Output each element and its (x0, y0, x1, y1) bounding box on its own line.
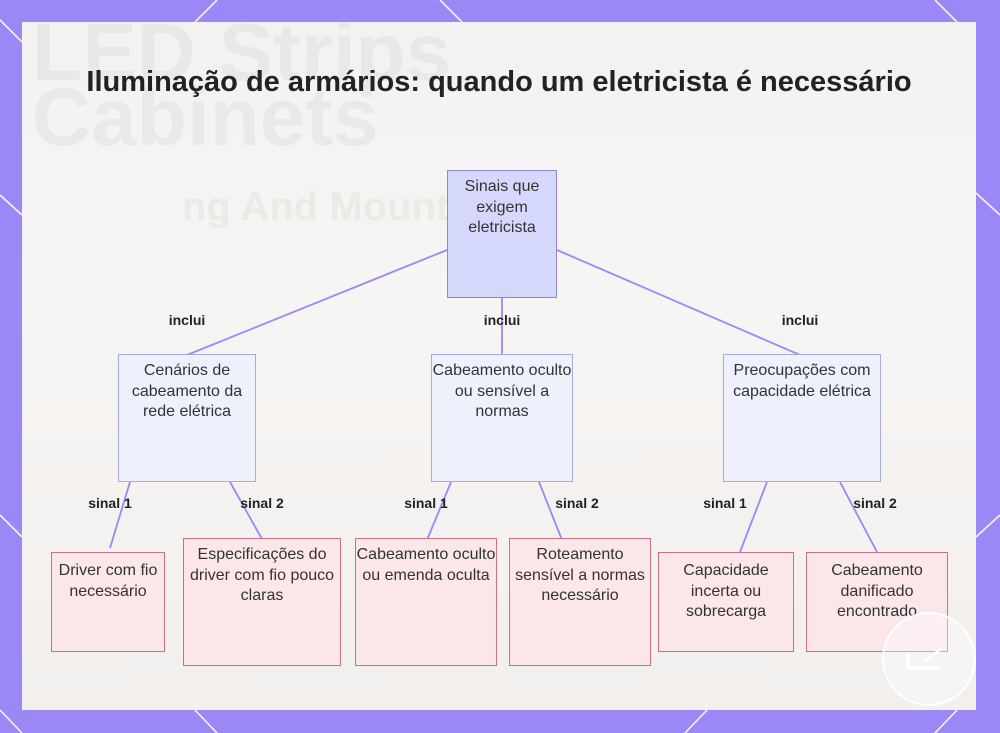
diagram-panel: LED Strips Cabinets ng And Mounting Ilum… (22, 22, 976, 710)
node-capacidade-eletrica: Preocupações com capacidade elétrica (723, 354, 881, 482)
leaf-cabeamento-oculto-emenda: Cabeamento oculto ou emenda oculta (355, 538, 497, 666)
edge-label-inclui-2: inclui (483, 312, 521, 328)
leaf-capacidade-incerta: Capacidade incerta ou sobrecarga (658, 552, 794, 652)
edge-label-sinal-1a: sinal 1 (88, 495, 132, 511)
page-title: Iluminação de armários: quando um eletri… (86, 66, 912, 98)
node-cabeamento-rede: Cenários de cabeamento da rede elétrica (118, 354, 256, 482)
edge-label-sinal-2b: sinal 2 (555, 495, 599, 511)
edge-label-inclui-3: inclui (781, 312, 819, 328)
leaf-especificacoes-driver: Especificações do driver com fio pouco c… (183, 538, 341, 666)
edge-label-sinal-1c: sinal 1 (703, 495, 747, 511)
edge-label-sinal-1b: sinal 1 (404, 495, 448, 511)
edge-label-sinal-2a: sinal 2 (240, 495, 284, 511)
node-cabeamento-oculto: Cabeamento oculto ou sensível a normas (431, 354, 573, 482)
edge-label-inclui-1: inclui (168, 312, 206, 328)
leaf-cabeamento-danificado: Cabeamento danificado encontrado (806, 552, 948, 652)
connector-lines (109, 249, 878, 553)
background-text-2: Cabinets (32, 72, 379, 163)
leaf-driver-com-fio: Driver com fio necessário (51, 552, 165, 652)
edge-label-sinal-2c: sinal 2 (853, 495, 897, 511)
leaf-roteamento-normas: Roteamento sensível a normas necessário (509, 538, 651, 666)
logo-badge-icon (882, 612, 976, 706)
node-root: Sinais que exigem eletricista (447, 170, 557, 298)
background-text-1: LED Strips (32, 22, 452, 98)
